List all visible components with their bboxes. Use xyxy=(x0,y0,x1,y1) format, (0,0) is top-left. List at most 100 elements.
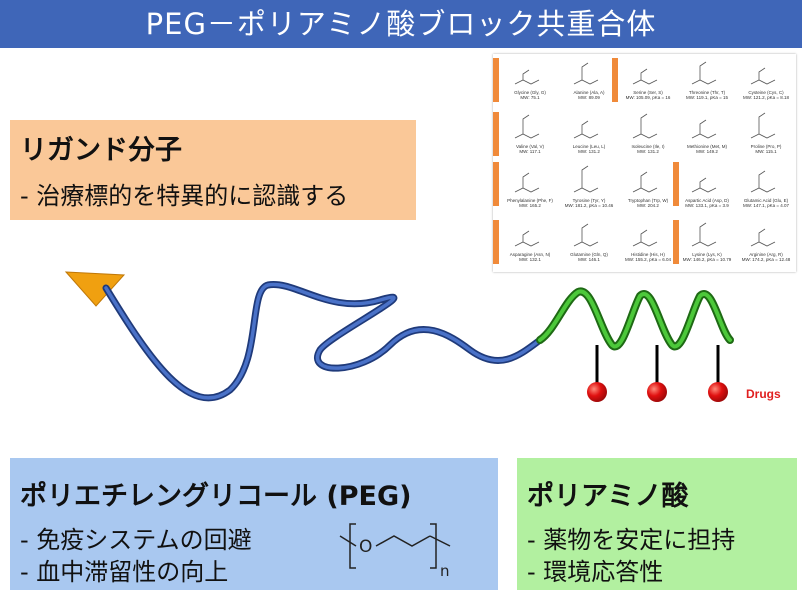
amino-acid-cell: Leucine (Leu, L)MW: 131.2 xyxy=(560,110,618,160)
ligand-line-1: - 治療標的を特異的に認識する xyxy=(20,182,349,210)
amino-acid-name: Arginine (Arg, R) xyxy=(749,252,783,257)
category-tab xyxy=(493,58,499,102)
amino-acid-mw: MW: 105.09, pKa = 16 xyxy=(625,95,671,100)
amino-acid-structure xyxy=(632,171,658,193)
amino-acid-mw: MW: 146.1 xyxy=(578,257,600,262)
amino-acid-cell: Serine (Ser, S)MW: 105.09, pKa = 16 xyxy=(619,56,677,106)
amino-acid-structure xyxy=(514,172,540,193)
amino-acid-mw: MW: 149.2 xyxy=(696,149,718,154)
amino-acid-name: Proline (Pro, P) xyxy=(750,144,782,149)
amino-acid-mw: MW: 131.2 xyxy=(637,149,659,154)
amino-acid-structure xyxy=(750,67,776,85)
amino-acid-name: Glutamic Acid (Glu, E) xyxy=(743,198,789,203)
amino-acid-cell: Isoleucine (Ile, I)MW: 131.2 xyxy=(619,110,677,160)
amino-acid-mw: MW: 117.1 xyxy=(519,149,541,154)
amino-acid-mw: MW: 147.1, pKa = 4.07 xyxy=(742,203,790,208)
amino-acid-cell: Cysteine (Cys, C)MW: 121.2, pKa = 8.18 xyxy=(737,56,795,106)
drug-molecule xyxy=(708,382,728,402)
category-tab xyxy=(673,220,679,264)
amino-acid-cell: Valine (Val, V)MW: 117.1 xyxy=(501,110,559,160)
amino-acid-name: Cysteine (Cys, C) xyxy=(748,90,784,95)
amino-acid-name: Glycine (Gly, G) xyxy=(514,90,546,95)
amino-acid-structure xyxy=(573,62,599,85)
amino-acid-name: Tryptophan (Trp, W) xyxy=(627,198,669,203)
peg-line-2: - 血中滞留性の向上 xyxy=(20,558,229,586)
amino-acid-mw: MW: 119.1, pKa = 15 xyxy=(686,95,728,100)
amino-acid-structure xyxy=(691,61,717,85)
peg-formula-n: n xyxy=(440,562,450,580)
drug-molecule xyxy=(587,382,607,402)
amino-acid-mw: MW: 121.2, pKa = 8.18 xyxy=(742,95,790,100)
peg-title: ポリエチレングリコール (PEG) xyxy=(20,481,412,512)
amino-acid-cell: Glycine (Gly, G)MW: 75.1 xyxy=(501,56,559,106)
amino-acid-cell: Glutamic Acid (Glu, E)MW: 147.1, pKa = 4… xyxy=(737,164,795,214)
amino-acid-name: Valine (Val, V) xyxy=(515,144,545,149)
amino-acid-name: Lysine (Lys, K) xyxy=(692,252,722,257)
amino-acid-mw: MW: 131.2 xyxy=(578,149,600,154)
amino-acid-cell: Glutamine (Gln, Q)MW: 146.1 xyxy=(560,218,618,268)
title-bar: PEG－ポリアミノ酸ブロック共重合体 xyxy=(0,0,802,48)
peg-box: ポリエチレングリコール (PEG) - 免疫システムの回避 - 血中滞留性の向上… xyxy=(10,458,498,590)
amino-acid-name: Serine (Ser, S) xyxy=(633,90,663,95)
amino-acid-structure xyxy=(750,228,776,247)
amino-acid-mw: MW: 155.2, pKa = 6.04 xyxy=(624,257,672,262)
drugs-label: Drugs xyxy=(746,387,781,401)
amino-acid-structure xyxy=(632,68,658,85)
amino-acid-name: Alanine (Ala, A) xyxy=(573,90,605,95)
amino-acid-name: Methionine (Met, M) xyxy=(686,144,727,149)
amino-acid-structure xyxy=(691,222,717,247)
amino-acid-structure xyxy=(573,223,599,247)
category-tab xyxy=(612,58,618,102)
amino-acid-structure xyxy=(691,177,717,193)
amino-acid-mw: MW: 89.09 xyxy=(578,95,600,100)
amino-acid-structure xyxy=(691,119,717,139)
category-tab xyxy=(493,220,499,264)
amino-acid-mw: MW: 132.1 xyxy=(519,257,541,262)
amino-acid-name: Phenylalanine (Phe, F) xyxy=(507,198,553,203)
amino-acid-name: Threonine (Thr, T) xyxy=(688,90,726,95)
amino-acid-cell: Phenylalanine (Phe, F)MW: 165.2 xyxy=(501,164,559,214)
amino-acid-structure xyxy=(632,229,658,247)
amino-acid-structure xyxy=(514,114,540,139)
polyamino-title: ポリアミノ酸 xyxy=(527,481,689,512)
amino-acid-mw: MW: 181.2, pKa = 10.46 xyxy=(564,203,614,208)
amino-acid-cell: Lysine (Lys, K)MW: 146.2, pKa = 10.79 xyxy=(678,218,736,268)
amino-acid-cell: Threonine (Thr, T)MW: 119.1, pKa = 15 xyxy=(678,56,736,106)
amino-acid-cell: Alanine (Ala, A)MW: 89.09 xyxy=(560,56,618,106)
amino-acid-cell: Aspartic Acid (Asp, D)MW: 133.1, pKa = 3… xyxy=(678,164,736,214)
amino-acid-cell: Arginine (Arg, R)MW: 174.2, pKa = 12.48 xyxy=(737,218,795,268)
peg-structural-formula xyxy=(339,523,451,569)
amino-acid-name: Leucine (Leu, L) xyxy=(572,144,606,149)
amino-acid-name: Isoleucine (Ile, I) xyxy=(631,144,665,149)
amino-acid-cell: Tryptophan (Trp, W)MW: 204.2 xyxy=(619,164,677,214)
amino-acid-cell: Methionine (Met, M)MW: 149.2 xyxy=(678,110,736,160)
polyamino-box: ポリアミノ酸 - 薬物を安定に担持 - 環境応答性 xyxy=(517,458,797,590)
amino-acid-mw: MW: 204.2 xyxy=(637,203,659,208)
category-tab xyxy=(493,112,499,156)
amino-acid-mw: MW: 174.2, pKa = 12.48 xyxy=(741,257,791,262)
amino-acid-structure xyxy=(750,112,776,139)
polyamino-line-1: - 薬物を安定に担持 xyxy=(527,526,736,554)
peg-formula-oxygen: O xyxy=(359,537,373,557)
amino-acid-mw: MW: 75.1 xyxy=(520,95,540,100)
amino-acid-structure xyxy=(573,120,599,139)
amino-acid-cell: Asparagine (Asn, N)MW: 132.1 xyxy=(501,218,559,268)
polyamino-line-2: - 環境応答性 xyxy=(527,558,664,586)
amino-acid-cell: Tyrosine (Tyr, Y)MW: 181.2, pKa = 10.46 xyxy=(560,164,618,214)
amino-acid-structure xyxy=(514,69,540,85)
amino-acid-mw: MW: 115.1 xyxy=(755,149,777,154)
amino-acid-mw: MW: 133.1, pKa = 3.9 xyxy=(685,203,729,208)
amino-acid-mw: MW: 165.2 xyxy=(519,203,541,208)
amino-acid-structure xyxy=(632,113,658,139)
amino-acid-structure xyxy=(750,170,776,193)
category-tab xyxy=(493,162,499,206)
ligand-box: リガンド分子 - 治療標的を特異的に認識する xyxy=(10,120,416,220)
amino-acid-mw: MW: 146.2, pKa = 10.79 xyxy=(682,257,732,262)
ligand-title: リガンド分子 xyxy=(20,135,182,166)
amino-acid-cell: Proline (Pro, P)MW: 115.1 xyxy=(737,110,795,160)
amino-acid-name: Histidine (His, H) xyxy=(631,252,665,257)
amino-acid-structure xyxy=(573,165,599,193)
peg-line-1: - 免疫システムの回避 xyxy=(20,526,252,554)
